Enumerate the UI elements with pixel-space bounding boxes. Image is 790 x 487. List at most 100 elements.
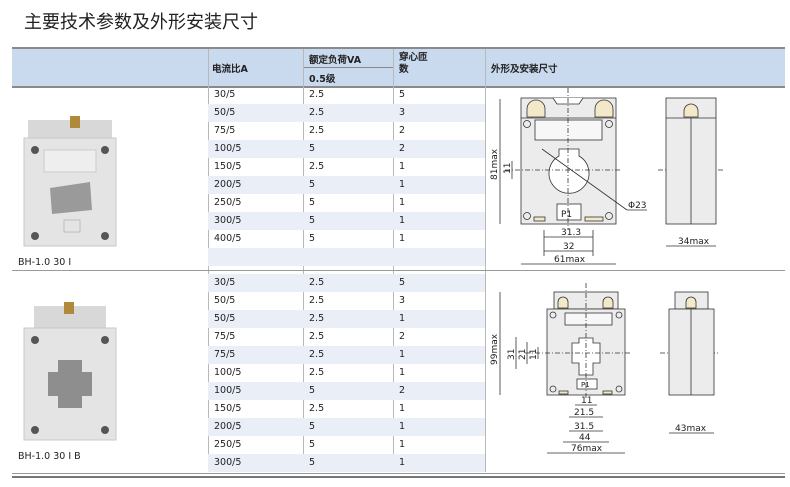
dim-diameter-1: Φ23 bbox=[628, 201, 647, 211]
model-label-2: BH-1.0 30 Ⅰ B bbox=[18, 451, 81, 462]
table-row: 30/5 2.5 5 bbox=[208, 274, 485, 292]
dim-w1-2: 11 bbox=[581, 396, 592, 406]
ratio-cell: 250/5 bbox=[214, 439, 242, 450]
header-ratio: 电流比A bbox=[212, 64, 248, 75]
burden-cell: 2.5 bbox=[309, 367, 325, 378]
table-row: 100/5 5 2 bbox=[208, 382, 485, 400]
turns-cell: 1 bbox=[399, 197, 406, 208]
turns-cell: 2 bbox=[399, 385, 406, 396]
header-turns: 穿心匝数 bbox=[399, 52, 428, 75]
dimension-drawing-2: 99max 31 21 11 P1 11 21.5 31.5 44 76max … bbox=[490, 283, 720, 454]
table-row: 75/5 2.5 1 bbox=[208, 346, 485, 364]
ratio-cell: 75/5 bbox=[214, 349, 236, 360]
dim-v2-2: 21 bbox=[518, 349, 528, 360]
dim-window-1: 11 bbox=[503, 163, 513, 174]
burden-cell: 2.5 bbox=[309, 403, 325, 414]
turns-cell: 5 bbox=[399, 277, 406, 288]
ratio-cell: 50/5 bbox=[214, 107, 236, 118]
turns-cell: 1 bbox=[399, 439, 406, 450]
burden-cell: 5 bbox=[309, 457, 316, 468]
dimension-drawing-1: 81max 11 Φ23 P1 31.3 32 61max 34max bbox=[490, 88, 725, 265]
turns-cell: 1 bbox=[399, 215, 406, 226]
burden-cell: 2.5 bbox=[309, 161, 325, 172]
burden-cell: 5 bbox=[309, 179, 316, 190]
burden-cell: 2.5 bbox=[309, 125, 325, 136]
ratio-cell: 100/5 bbox=[214, 367, 242, 378]
turns-cell: 2 bbox=[399, 143, 406, 154]
table-row: 250/5 5 1 bbox=[208, 436, 485, 454]
burden-cell: 5 bbox=[309, 421, 316, 432]
turns-cell: 1 bbox=[399, 349, 406, 360]
dim-depth-1: 34max bbox=[678, 237, 710, 247]
table-row: 30/5 2.5 5 bbox=[208, 86, 485, 104]
table-row: 200/5 5 1 bbox=[208, 176, 485, 194]
ratio-cell: 300/5 bbox=[214, 457, 242, 468]
burden-cell: 2.5 bbox=[309, 107, 325, 118]
header-dims: 外形及安装尺寸 bbox=[491, 64, 558, 75]
dim-width-2: 76max bbox=[571, 444, 603, 454]
ratio-cell: 100/5 bbox=[214, 385, 242, 396]
ratio-cell: 75/5 bbox=[214, 125, 236, 136]
table-row: 300/5 5 1 bbox=[208, 212, 485, 230]
turns-cell: 5 bbox=[399, 89, 406, 100]
ratio-cell: 150/5 bbox=[214, 403, 242, 414]
burden-cell: 2.5 bbox=[309, 295, 325, 306]
turns-cell: 3 bbox=[399, 295, 406, 306]
product-photo-bh30-2 bbox=[23, 302, 117, 441]
turns-cell: 1 bbox=[399, 233, 406, 244]
dim-w2-2: 21.5 bbox=[574, 408, 594, 418]
dim-v3-2: 11 bbox=[529, 349, 539, 360]
ratio-cell: 200/5 bbox=[214, 421, 242, 432]
table-row: 50/5 2.5 3 bbox=[208, 292, 485, 310]
dim-v1-2: 31 bbox=[507, 349, 517, 360]
dim-w3-2: 31.5 bbox=[574, 422, 594, 432]
burden-cell: 5 bbox=[309, 385, 316, 396]
burden-cell: 2.5 bbox=[309, 89, 325, 100]
turns-cell: 1 bbox=[399, 179, 406, 190]
ratio-cell: 50/5 bbox=[214, 295, 236, 306]
ratio-cell: 200/5 bbox=[214, 179, 242, 190]
product-photo-bh30-1 bbox=[23, 116, 117, 247]
p1-mark-1: P1 bbox=[561, 210, 572, 220]
table-row: 50/5 2.5 3 bbox=[208, 104, 485, 122]
burden-cell: 5 bbox=[309, 143, 316, 154]
page-title: 主要技术参数及外形安装尺寸 bbox=[24, 12, 258, 33]
table-header: 电流比A 额定负荷VA 0.5级 穿心匝数 外形及安装尺寸 bbox=[12, 47, 785, 88]
turns-cell: 1 bbox=[399, 367, 406, 378]
turns-cell: 2 bbox=[399, 125, 406, 136]
table-row: 100/5 2.5 1 bbox=[208, 364, 485, 382]
burden-cell: 5 bbox=[309, 439, 316, 450]
ratio-cell: 300/5 bbox=[214, 215, 242, 226]
dim-height-1: 81max bbox=[490, 148, 500, 180]
dim-height-2: 99max bbox=[490, 333, 500, 365]
model-label-1: BH-1.0 30 Ⅰ bbox=[18, 257, 72, 268]
burden-cell: 2.5 bbox=[309, 349, 325, 360]
burden-cell: 2.5 bbox=[309, 277, 325, 288]
p1-mark-2: P1 bbox=[581, 381, 590, 389]
turns-cell: 1 bbox=[399, 421, 406, 432]
ratio-cell: 30/5 bbox=[214, 89, 236, 100]
burden-cell: 5 bbox=[309, 215, 316, 226]
dim-d1-1: 31.3 bbox=[561, 228, 581, 238]
turns-cell: 1 bbox=[399, 403, 406, 414]
header-burden: 额定负荷VA bbox=[309, 55, 362, 66]
table-row: 200/5 5 1 bbox=[208, 418, 485, 436]
ratio-cell: 150/5 bbox=[214, 161, 242, 172]
ratio-cell: 400/5 bbox=[214, 233, 242, 244]
turns-cell: 1 bbox=[399, 161, 406, 172]
ratio-cell: 75/5 bbox=[214, 331, 236, 342]
turns-cell: 3 bbox=[399, 107, 406, 118]
turns-cell: 2 bbox=[399, 331, 406, 342]
dim-d2-1: 32 bbox=[563, 242, 574, 252]
dim-width-1: 61max bbox=[554, 255, 586, 265]
turns-cell: 1 bbox=[399, 313, 406, 324]
ratio-cell: 30/5 bbox=[214, 277, 236, 288]
dim-depth-2: 43max bbox=[675, 424, 707, 434]
burden-cell: 2.5 bbox=[309, 313, 325, 324]
table-row bbox=[208, 248, 485, 266]
